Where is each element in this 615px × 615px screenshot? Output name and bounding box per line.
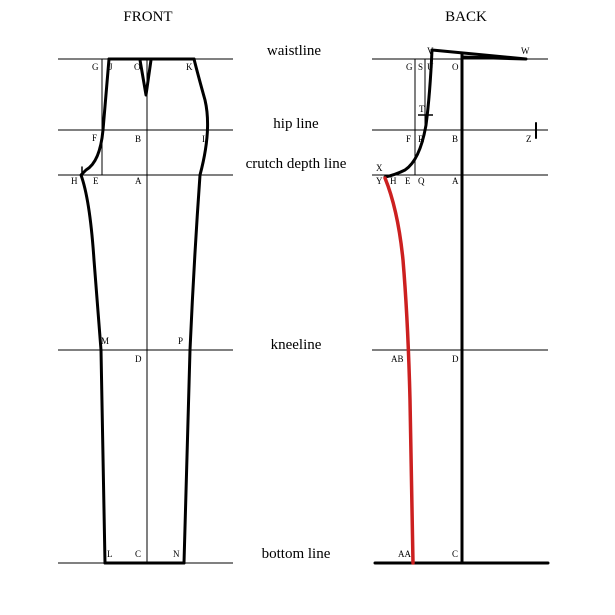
back-point-g: G — [406, 62, 413, 72]
back-point-f: F — [406, 134, 411, 144]
back-point-u: U — [427, 62, 434, 72]
back-seat-seam — [383, 48, 434, 179]
front-point-f: F — [92, 133, 97, 143]
front-point-e: E — [93, 176, 99, 186]
front-outline-left — [79, 57, 111, 565]
kneeline-label: kneeline — [271, 337, 322, 353]
back-point-a: A — [452, 176, 459, 186]
front-point-g: G — [92, 62, 99, 72]
front-point-l: L — [107, 549, 113, 559]
back-point-d: D — [452, 354, 459, 364]
back-point-v: V — [427, 46, 434, 56]
front-point-m: M — [101, 336, 109, 346]
waistline-label: waistline — [267, 43, 321, 59]
front-point-o: O — [134, 62, 141, 72]
back-point-t: T — [419, 104, 425, 114]
back-point-o: O — [452, 62, 459, 72]
front-title: FRONT — [123, 9, 172, 25]
front-point-j: J — [109, 62, 113, 72]
back-point-w: W — [521, 46, 530, 56]
back-point-aa: AA — [398, 549, 411, 559]
back-title: BACK — [445, 9, 487, 25]
back-point-x: X — [376, 163, 383, 173]
front-point-d: D — [135, 354, 142, 364]
front-point-h: H — [71, 176, 78, 186]
back-waist-line — [430, 48, 528, 61]
bottom-line-label: bottom line — [262, 546, 331, 562]
front-point-a: A — [135, 176, 142, 186]
front-point-p: P — [178, 336, 183, 346]
front-point-k: K — [186, 62, 193, 72]
back-point-z: Z — [526, 134, 532, 144]
front-dart — [138, 58, 153, 97]
front-point-i: I — [202, 134, 205, 144]
front-point-n: N — [173, 549, 180, 559]
back-inside-leg — [383, 176, 415, 565]
back-point-e: E — [405, 176, 411, 186]
back-point-b: B — [452, 134, 458, 144]
back-point-s: S — [418, 62, 423, 72]
back-point-ab: AB — [391, 354, 404, 364]
front-point-b: B — [135, 134, 141, 144]
back-point-c: C — [452, 549, 458, 559]
crutch-depth-line-label: crutch depth line — [246, 156, 347, 172]
back-point-q: Q — [418, 176, 425, 186]
hip-line-label: hip line — [273, 116, 319, 132]
back-point-y: Y — [376, 176, 383, 186]
back-point-r: R — [418, 134, 424, 144]
front-point-c: C — [135, 549, 141, 559]
back-point-h: H — [390, 176, 397, 186]
front-outline-right — [182, 57, 210, 565]
